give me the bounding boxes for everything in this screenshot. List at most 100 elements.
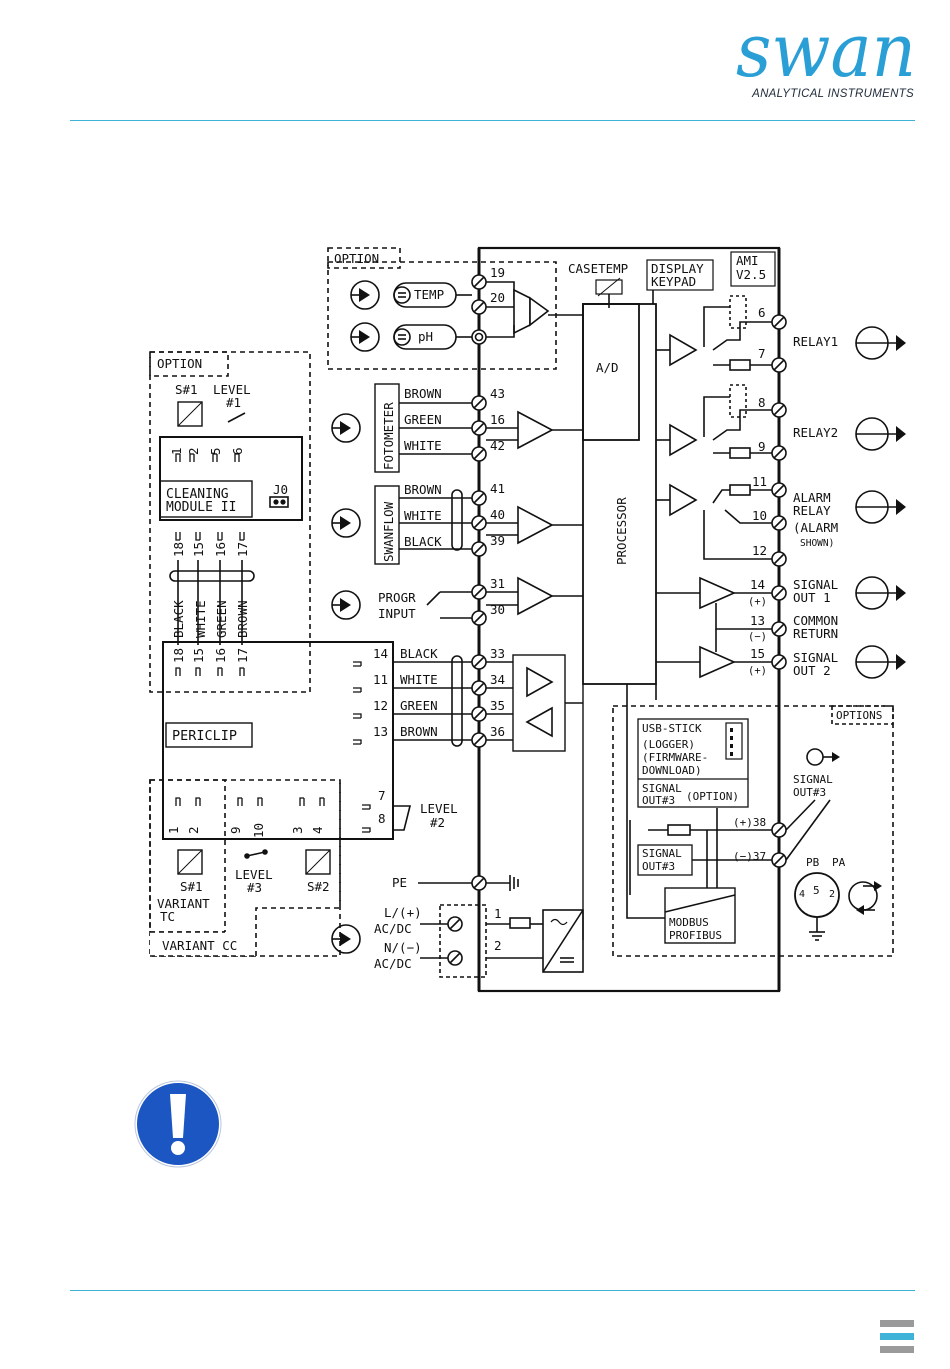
brand-name: swan [736,14,916,86]
cm-pin-16: 16 [213,542,228,557]
terminal-42: 42 [490,438,505,453]
plus-1: (+) [748,596,767,608]
page-marker [880,1320,914,1360]
pc-pin-15: 15 [191,648,206,663]
s2-label: S#2 [307,879,330,894]
minus37-label: (−)37 [733,850,766,863]
page-marker-bar-2 [880,1333,914,1340]
acdc-label-1: AC/DC [374,921,412,936]
terminal-1-power: 1 [494,906,502,921]
terminal-11: 11 [752,474,767,489]
terminal-7: 7 [758,346,766,361]
terminal-10: 10 [752,508,767,523]
wire-green: GREEN [214,600,229,638]
terminal-41: 41 [490,481,505,496]
return-label: RETURN [793,626,838,641]
logger-label: (LOGGER) [642,738,695,751]
terminal-36: 36 [490,724,505,739]
processor-block [582,303,657,685]
s1-top-label: S#1 [175,382,198,397]
plus-2: (+) [748,665,767,677]
option-paren-label: (OPTION) [686,790,739,803]
vt-pin-2: 2 [186,826,201,834]
pe-label: PE [392,875,407,890]
foto-white: WHITE [404,438,442,453]
brand-tagline: ANALYTICAL INSTRUMENTS [752,88,914,100]
logo-wordmark: swan [736,14,916,86]
swan-black: BLACK [404,534,442,549]
foto-brown: BROWN [404,386,442,401]
keypad-label: KEYPAD [651,274,696,289]
wire-brown: BROWN [235,600,250,638]
foto-green: GREEN [404,412,442,427]
terminal-34: 34 [490,672,505,687]
cm-pin-18: 18 [171,542,186,557]
swanflow-label: SWANFLOW [381,501,396,562]
pc-black: BLACK [400,646,438,661]
modbus-profibus-box [664,887,736,944]
acdc-label-2: AC/DC [374,956,412,971]
common-label: COMMON [793,613,838,628]
pc-t8: 8 [378,811,386,826]
ami-label: AMI [736,253,759,268]
page-marker-bar-1 [880,1320,914,1327]
terminal-33: 33 [490,646,505,661]
variant-tc-line2: TC [160,909,175,924]
fotometer-label: FOTOMETER [381,402,396,470]
pc-pin-16: 16 [213,648,228,663]
level3-num: #3 [247,880,262,895]
level-2-label: LEVEL [420,801,458,816]
pb-label: PB [806,856,820,869]
terminal-14: 14 [750,577,765,592]
pin-2: 2 [829,889,835,900]
display-keypad-box [646,259,714,291]
out1-label: OUT 1 [793,590,831,605]
vt-pin-4: 4 [310,826,325,834]
terminal-19: 19 [490,265,505,280]
version-label: V2.5 [736,267,766,282]
terminal-20: 20 [490,290,505,305]
cm-pin-2: 2 [186,447,201,455]
j0-label: J0 [273,482,288,497]
pc-pin-17: 17 [235,648,250,663]
profibus-label: PROFIBUS [669,929,722,942]
swan-white: WHITE [404,508,442,523]
alarm-note: (ALARM [793,520,838,535]
swan-logo: swan ANALYTICAL INSTRUMENTS [732,14,922,100]
options-bottom-box [612,705,894,957]
minus-1: (−) [748,631,767,643]
pc-t7: 7 [378,788,386,803]
periclip-label: PERICLIP [172,728,237,744]
signal-out3-ext-label: SIGNAL [793,773,833,786]
terminal-16: 16 [490,412,505,427]
s1-bottom-label: S#1 [180,879,203,894]
display-label: DISPLAY [651,261,704,276]
pc-t12: 12 [373,698,388,713]
pc-green: GREEN [400,698,438,713]
power-supply [542,909,584,973]
vt-pin-3: 3 [290,826,305,834]
usb-stick-box [637,718,749,808]
signal-label-1: SIGNAL [793,577,838,592]
download-label: DOWNLOAD) [642,764,702,777]
out3-ext-label: OUT#3 [793,786,826,799]
signal-label-2: SIGNAL [793,650,838,665]
alarm-label: ALARM [793,490,831,505]
casetemp-label: CASETEMP [568,261,628,276]
swan-brown: BROWN [404,482,442,497]
relay2-label: RELAY2 [793,425,838,440]
temp-label: TEMP [414,287,444,302]
pin-5: 5 [813,884,820,897]
level2-num: #2 [430,815,445,830]
plus38-label: (+)38 [733,816,766,829]
terminal-2-power: 2 [494,938,502,953]
signal-out3-opt-label: SIGNAL [642,782,682,795]
pin-4: 4 [799,889,805,900]
variant-cc-label: VARIANT CC [162,938,237,953]
variant-tc-line1: VARIANT [157,896,210,911]
cleaning-label: CLEANING [166,487,229,502]
vt-pin-9: 9 [228,826,243,834]
terminal-9: 9 [758,439,766,454]
terminal-6: 6 [758,305,766,320]
cm-pin-6: 6 [230,447,245,455]
